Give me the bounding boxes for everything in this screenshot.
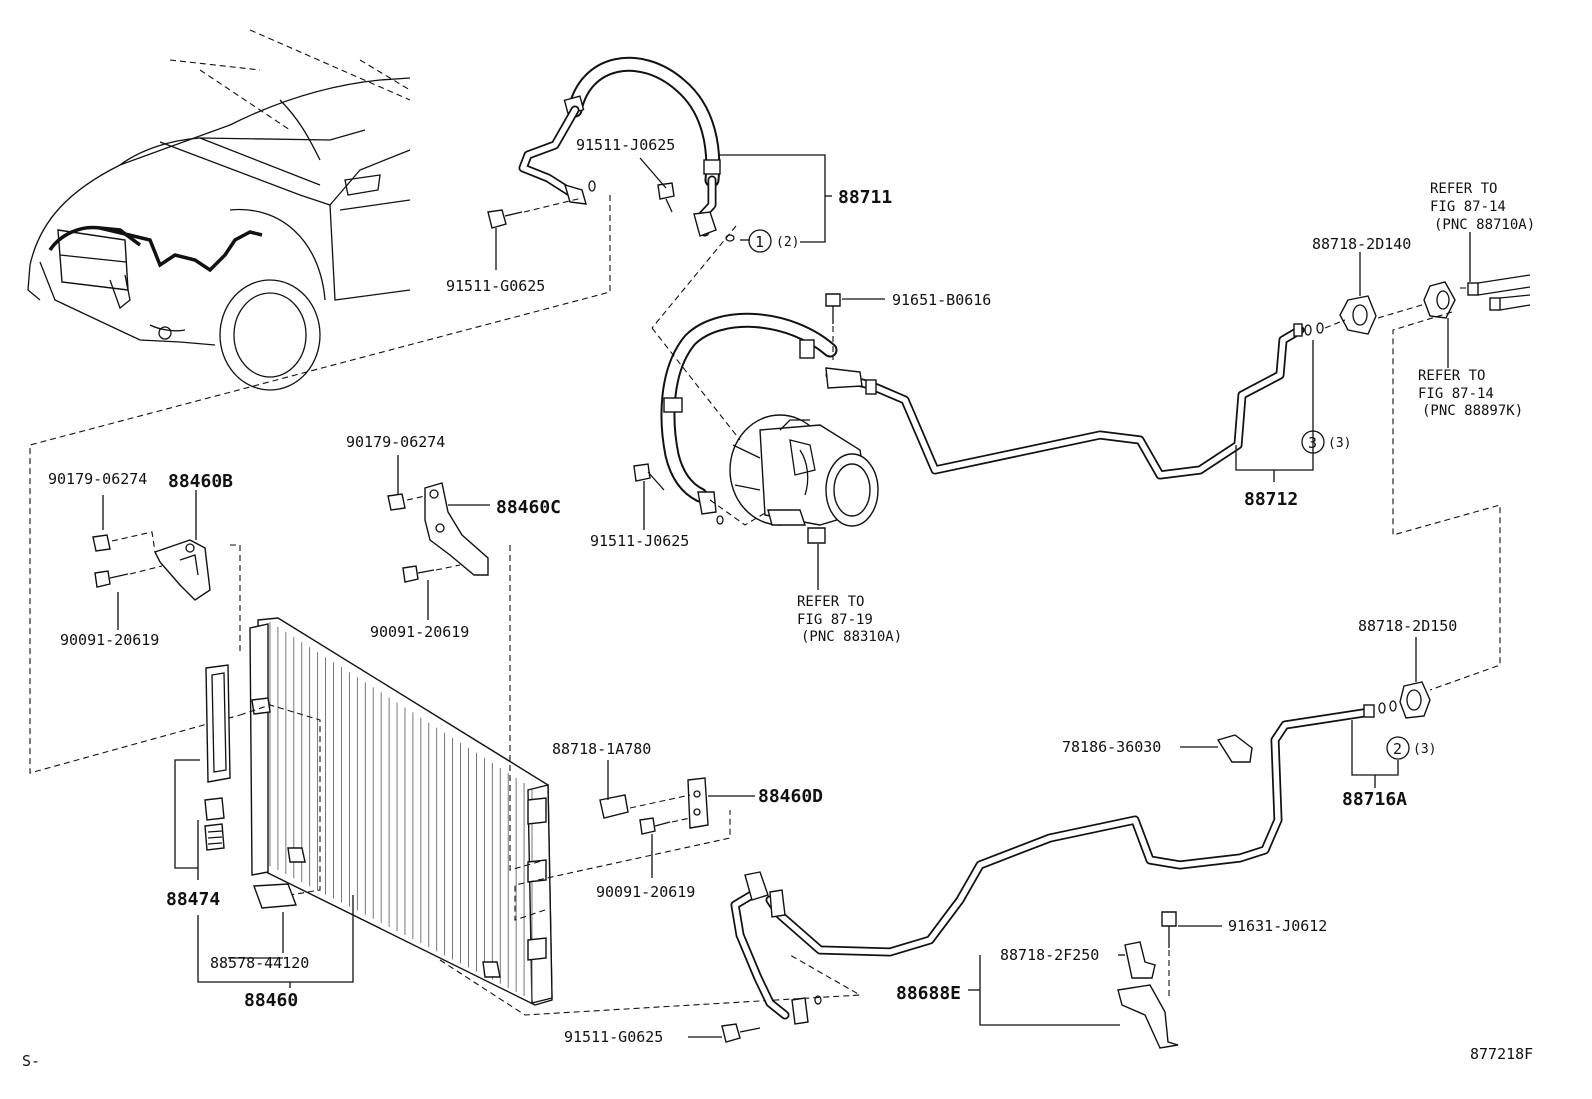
bracket-88460c-icon <box>424 482 489 576</box>
label-88718-1a780: 88718-1A780 <box>552 740 651 758</box>
corner-mark: S- <box>22 1052 40 1070</box>
label-78186-36030: 78186-36030 <box>1062 738 1161 756</box>
label-90091-20619-mid: 90091-20619 <box>370 623 469 641</box>
leader-car-to-assembly <box>29 195 611 774</box>
bolt-90091-20619-mid-icon <box>402 565 435 583</box>
refer-88710a-line2: FIG 87-14 <box>1430 199 1506 215</box>
label-88718-2d140: 88718-2D140 <box>1312 235 1411 253</box>
nut-90179-06274-left-icon <box>92 534 111 552</box>
label-88460: 88460 <box>244 990 298 1011</box>
callout-1-qty: (2) <box>776 235 799 250</box>
refer-88310a-line1: REFER TO <box>797 594 864 610</box>
compressor-illustration <box>660 312 879 544</box>
bolt-91511-g0625-bot-icon <box>721 1023 761 1043</box>
label-91511-g0625-bot: 91511-G0625 <box>564 1028 663 1046</box>
label-88718-2f250: 88718-2F250 <box>1000 946 1099 964</box>
bracket-88688e-icon <box>1117 984 1179 1049</box>
bracket-88711 <box>720 154 826 243</box>
label-88460b: 88460B <box>168 471 233 492</box>
callout-3-icon <box>1301 430 1325 454</box>
label-88711: 88711 <box>838 187 892 208</box>
bolt-91631-j0612-icon <box>1161 911 1177 948</box>
refer-88710a-line1: REFER TO <box>1430 181 1497 197</box>
callout-1-icon <box>748 229 772 253</box>
refer-88897k-line2: FIG 87-14 <box>1418 386 1494 402</box>
figure-id: 877218F <box>1470 1045 1533 1063</box>
refer-88710a-line3: (PNC 88710A) <box>1434 217 1535 233</box>
refer-88897k-line1: REFER TO <box>1418 368 1485 384</box>
label-88578-44120: 88578-44120 <box>210 954 309 972</box>
label-90091-20619-left: 90091-20619 <box>60 631 159 649</box>
label-88712: 88712 <box>1244 489 1298 510</box>
label-88716a: 88716A <box>1342 789 1407 810</box>
clip-88718-1a780-icon <box>599 794 629 819</box>
label-90091-20619-bot: 90091-20619 <box>596 883 695 901</box>
bolt-91511-g0625-top-icon <box>487 209 523 229</box>
label-91651-b0616: 91651-B0616 <box>892 291 991 309</box>
label-88474: 88474 <box>166 889 220 910</box>
callout-3-number: 3 <box>1308 434 1317 452</box>
bolt-91651-b0616-icon <box>825 293 841 324</box>
condenser-fins <box>269 622 533 1000</box>
refer-88310a-line3: (PNC 88310A) <box>801 629 902 645</box>
callout-2-qty: (3) <box>1413 742 1436 757</box>
evaporator-fitting-icon <box>1423 274 1531 319</box>
bracket-88460d-icon <box>687 777 709 829</box>
vehicle-illustration <box>27 29 411 391</box>
callout-2-icon <box>1386 736 1410 760</box>
clip-88718-2f250-icon <box>1124 941 1156 979</box>
label-88460d: 88460D <box>758 786 823 807</box>
label-88460c: 88460C <box>496 497 561 518</box>
nut-88718-2d140-icon <box>1339 295 1377 335</box>
callout-3-qty: (3) <box>1328 436 1351 451</box>
callout-1-number: 1 <box>755 233 764 251</box>
label-91511-j0625-top: 91511-J0625 <box>576 136 675 154</box>
label-88718-2d150: 88718-2D150 <box>1358 617 1457 635</box>
label-90179-06274-left: 90179-06274 <box>48 470 147 488</box>
nut-90179-06274-mid-icon <box>387 493 406 511</box>
bracket-88460b-icon <box>154 539 211 601</box>
liquid-pipe-88716a <box>730 700 1397 1025</box>
discharge-hose-88711 <box>518 56 735 242</box>
clip-78186-36030-icon <box>1216 734 1253 763</box>
label-90179-06274-mid: 90179-06274 <box>346 433 445 451</box>
leader-condenser-top <box>230 544 241 655</box>
condenser-illustration <box>249 617 553 1006</box>
nut-88718-2d150-icon <box>1399 681 1431 719</box>
label-88688e: 88688E <box>896 983 961 1004</box>
receiver-tank-icon <box>204 664 297 909</box>
label-91511-j0625-mid: 91511-J0625 <box>590 532 689 550</box>
bolt-90091-20619-left-icon <box>94 570 129 588</box>
bolt-90091-20619-bot-icon <box>639 817 671 835</box>
refer-88310a-line2: FIG 87-19 <box>797 612 873 628</box>
bolt-91511-j0625-top-icon <box>657 182 675 213</box>
bolt-91511-j0625-mid-icon <box>633 463 665 491</box>
refer-88897k-line3: (PNC 88897K) <box>1422 403 1523 419</box>
suction-pipe-88712 <box>825 322 1324 480</box>
callout-2-number: 2 <box>1393 740 1402 758</box>
label-91631-j0612: 91631-J0612 <box>1228 917 1327 935</box>
label-91511-g0625-top: 91511-G0625 <box>446 277 545 295</box>
